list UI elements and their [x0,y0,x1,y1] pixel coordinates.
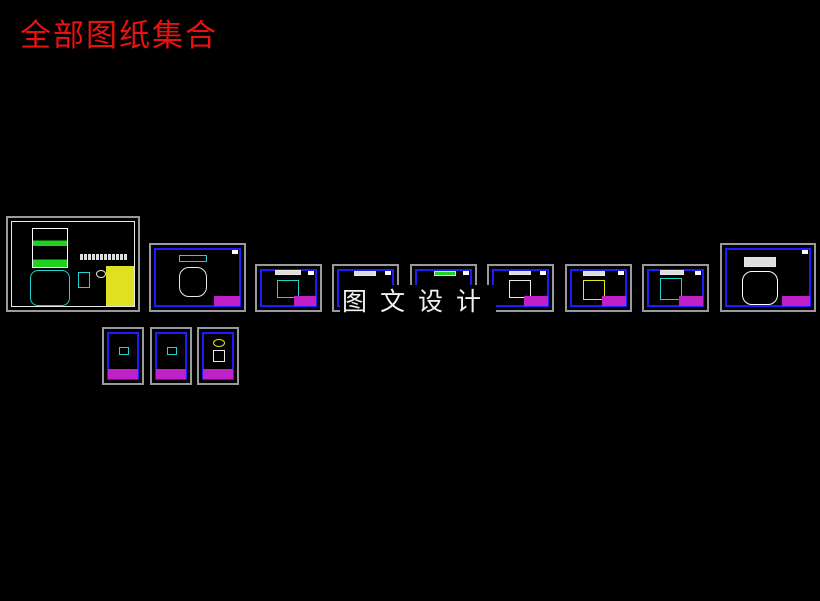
part-main-view [660,278,682,300]
title-block [782,296,810,306]
drawing-sheet-part-2[interactable] [255,264,322,312]
drawing-frame [725,248,811,307]
sheet-number [232,250,238,254]
drawing-sheet-part-6[interactable] [565,264,632,312]
part-main-view [742,271,778,305]
drawing-sheet-part-8[interactable] [720,243,816,312]
page-title: 全部图纸集合 [20,18,218,54]
title-block [294,296,316,306]
watermark-text: 图文设计 [340,285,497,319]
sheet-number [308,271,314,275]
drawing-sheet-part-10[interactable] [150,327,192,385]
part-top-view [275,270,301,275]
part-top-view [354,271,376,276]
part-main-view [213,350,225,362]
drawing-sheet-part-1[interactable] [149,243,246,312]
part-main-view [277,280,299,298]
part-top-view [509,271,531,275]
drawing-frame [107,332,139,380]
title-block [108,369,138,379]
drawing-sheet-part-9[interactable] [102,327,144,385]
title-block [524,296,548,306]
part-main-view [167,347,177,355]
sheet-number [802,250,808,254]
part-main-view [119,347,129,355]
drawing-frame [11,221,135,307]
title-block [679,296,703,306]
title-block [156,369,186,379]
drawing-frame [202,332,234,380]
drawing-frame [155,332,187,380]
sheet-number [463,271,469,275]
sheet-number [618,271,624,275]
title-block [203,369,233,379]
part-top-view [660,270,684,275]
drawing-frame [570,269,627,307]
drawing-sheet-part-11[interactable] [197,327,239,385]
title-block [214,296,240,306]
assembly-lower-view [30,270,70,306]
part-top-view [179,255,207,262]
part-top-view [213,339,225,347]
assembly-upper-view [32,228,68,268]
part-top-view [744,257,776,267]
part-main-view [509,280,531,298]
part-main-view [583,280,605,300]
assembly-detail-2 [96,270,106,278]
part-top-view [434,271,456,276]
sheet-number [695,271,701,275]
drawing-frame [154,248,241,307]
drawing-sheet-assembly[interactable] [6,216,140,312]
drawing-sheet-part-7[interactable] [642,264,709,312]
sheet-number [385,271,391,275]
title-block [106,266,134,306]
sheet-number [540,271,546,275]
assembly-notes [80,254,128,260]
part-top-view [583,271,605,276]
assembly-detail-1 [78,272,90,288]
part-main-view [179,267,207,297]
drawing-sheet-part-5[interactable] [487,264,554,312]
title-block [602,296,626,306]
